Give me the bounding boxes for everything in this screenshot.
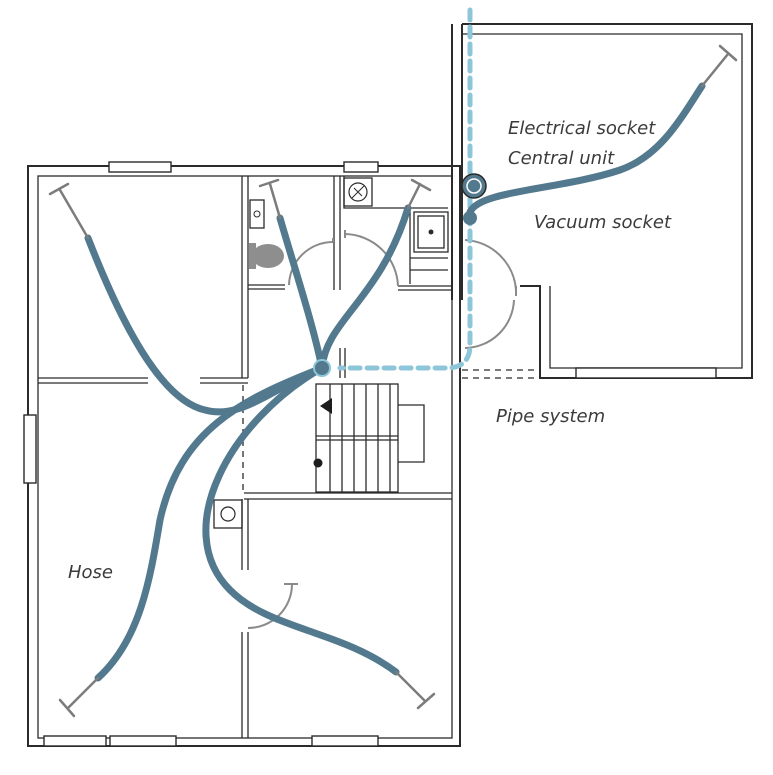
hose-to-lower-left [94,364,326,682]
hose-to-annex [466,82,706,216]
label-vacuum-socket: Vacuum socket [534,212,672,233]
house-inner-wall [37,175,453,739]
hose-to-upper-left [84,234,326,416]
toilet-tank [249,243,256,269]
partition-hall-mid [200,377,248,384]
window-bottom-2 [109,735,177,747]
sockets [313,173,487,377]
toilet-bowl [252,244,284,268]
hose-to-kitchen [318,204,412,372]
bath-sink-drain [253,210,261,218]
staircase [313,383,425,493]
label-hose: Hose [68,562,113,583]
fixtures [213,176,449,529]
stair-start-dot [313,458,323,468]
partition-kitchen-left [333,176,341,290]
stove-symbol [351,185,365,199]
tool-tip-annex [700,44,738,88]
window-left [23,414,37,484]
vacuum-socket-icon [463,211,477,225]
window-bottom-1 [43,735,107,747]
doors [247,230,517,629]
label-central-unit: Central unit [508,148,615,169]
washing-machine [213,499,243,529]
partition-hall-left [38,377,148,384]
kitchen-sink-basin [417,215,445,249]
window-top-mid [343,161,379,173]
bath-sink [249,199,265,229]
window-bottom-3 [311,735,379,747]
door-entry [464,239,517,296]
window-top-left [108,161,172,173]
hose-to-lower-right [202,364,400,676]
door-entry-swing [464,299,515,349]
windows [23,161,717,747]
stair-outline [315,383,399,493]
hose-network [84,82,706,682]
annex-inner-wall [462,33,743,369]
partition-bath-bottom [248,284,285,290]
label-pipe-system: Pipe system [496,406,605,427]
entry-wall [451,24,463,300]
kitchen-sink-drain [428,229,434,235]
window-annex-bottom [575,367,717,379]
door-bath [288,238,334,286]
hose-to-bath [276,214,326,372]
vacuum-tools [48,44,738,718]
hub-socket-icon [313,359,331,377]
labels: Electrical socket Central unit Vacuum so… [68,118,672,583]
stair-steps [329,384,391,492]
tool-tip-lower-left [58,676,100,718]
tool-tip-lower-right [394,670,436,710]
label-electrical-socket: Electrical socket [508,118,656,139]
kitchen-cabinets [410,257,448,271]
tool-tip-bath [258,178,282,220]
kitchen-stove [343,177,373,207]
stair-arrow [320,398,332,414]
entry-dashed [462,369,540,379]
partition-lower-vertical [241,499,249,738]
stair-landing [316,404,425,463]
partition-bath-left [241,176,249,378]
kitchen-sink [413,211,449,253]
partition-kitchen-bottom [398,285,452,291]
pipe-system [337,7,473,371]
partition-stair-top [339,348,346,378]
central-unit-icon [461,173,487,199]
stove-burner [348,182,368,202]
door-lower-room [247,583,298,629]
tool-tip-kitchen [406,178,432,210]
pipe-line [337,7,473,371]
door-kitchen [344,230,399,287]
tool-tip-upper-left [48,182,90,240]
washing-machine-drum [220,506,236,522]
partition-lower [244,492,452,500]
central-unit-inner [466,178,482,194]
